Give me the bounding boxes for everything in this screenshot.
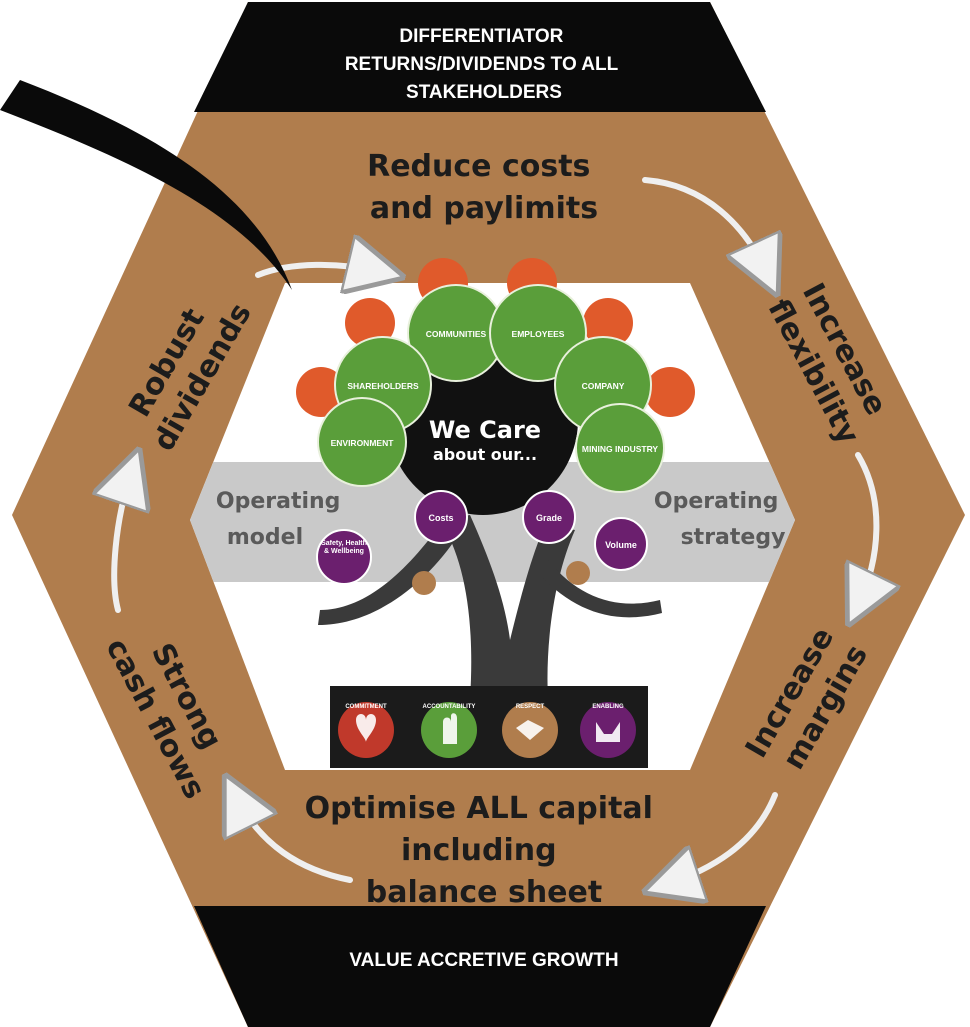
value-icons xyxy=(338,702,636,758)
value-label-respect: RESPECT xyxy=(516,704,545,710)
fruit-left xyxy=(412,571,436,595)
optimise-capital-line-3: balance sheet xyxy=(366,875,602,910)
purple-label-volume: Volume xyxy=(605,540,637,550)
purple-label-grade: Grade xyxy=(536,513,562,523)
value-label-enabling: ENABLING xyxy=(592,704,624,710)
top-banner-line-2: RETURNS/DIVIDENDS TO ALL xyxy=(345,54,619,75)
bottom-banner-text: VALUE ACCRETIVE GROWTH xyxy=(349,950,618,971)
top-banner-line-3: STAKEHOLDERS xyxy=(406,82,562,103)
operating-strategy-line-1: Operating xyxy=(654,489,779,514)
optimise-capital-line-2: including xyxy=(401,833,557,868)
svg-text:Operating model: Operating model xyxy=(216,489,348,550)
reduce-costs-line-2: and paylimits xyxy=(370,191,598,226)
purple-label-costs: Costs xyxy=(428,513,453,523)
green-circles xyxy=(317,284,665,493)
green-label-shareholders: SHAREHOLDERS xyxy=(347,381,419,391)
top-banner xyxy=(194,2,766,112)
optimise-capital-line-1: Optimise ALL capital xyxy=(305,791,653,826)
operating-model-line-2: model xyxy=(227,525,303,550)
svg-text:Optimise ALL capital inclu: Optimise ALL capital including balance s… xyxy=(305,791,664,910)
value-label-accountability: ACCOUNTABILITY xyxy=(423,704,476,710)
fruit-right xyxy=(566,561,590,585)
value-label-commitment: COMMITMENT xyxy=(345,704,387,710)
cycle-arrows xyxy=(114,177,876,885)
center-subtitle: about our... xyxy=(433,445,537,464)
swoosh-arrow xyxy=(0,80,292,290)
green-label-environment: ENVIRONMENT xyxy=(331,438,395,448)
bottom-banner xyxy=(194,906,766,1027)
green-label-employees: EMPLOYEES xyxy=(512,329,565,339)
svg-text:DIFFERENTIATOR RETURNS/DIV: DIFFERENTIATOR RETURNS/DIVIDENDS TO ALL … xyxy=(345,26,623,103)
center-title: We Care xyxy=(429,416,541,444)
svg-text:Operating strategy: Operating strategy xyxy=(654,489,786,550)
purple-circles xyxy=(316,490,648,585)
purple-label-safety: Safety, Health & Wellbeing xyxy=(321,540,367,555)
top-banner-line-1: DIFFERENTIATOR xyxy=(399,26,563,47)
operating-model-line-1: Operating xyxy=(216,489,341,514)
green-label-communities: COMMUNITIES xyxy=(426,329,487,339)
green-label-mining-industry: MINING INDUSTRY xyxy=(582,444,659,454)
reduce-costs-line-1: Reduce costs xyxy=(367,149,590,184)
green-label-company: COMPANY xyxy=(582,381,625,391)
svg-text:Reduce costs and paylimits: Reduce costs and paylimits xyxy=(367,149,601,226)
operating-strategy-line-2: strategy xyxy=(681,525,786,550)
